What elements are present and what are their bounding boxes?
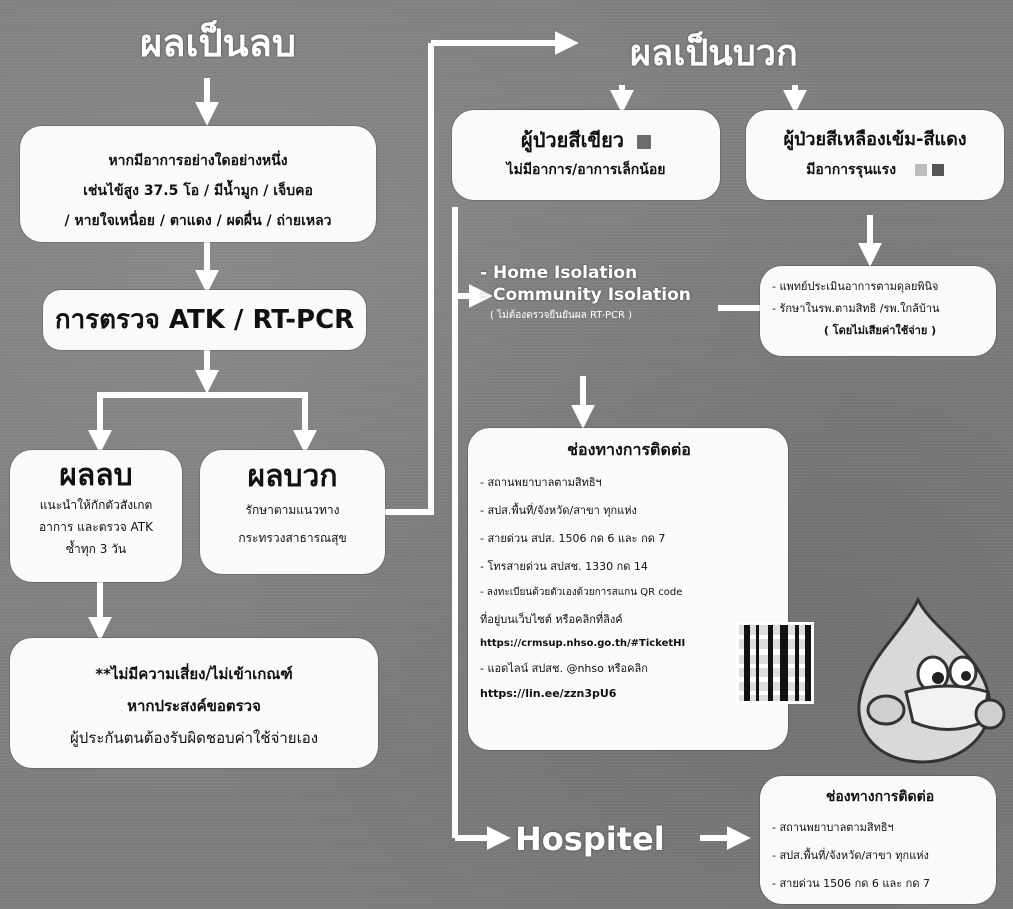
no-risk-line-3: ผู้ประกันตนต้องรับผิดชอบค่าใช้จ่ายเอง [69, 729, 319, 747]
negative-result-line-2: อาการ และตรวจ ATK [38, 520, 154, 534]
severe-patient-subtitle: มีอาการรุนแรง [806, 162, 897, 178]
mascot-illustration [857, 596, 1006, 764]
test-box: การตรวจ ATK / RT-PCR [43, 290, 366, 350]
contact-line-2: - สปส.พื้นที่/จังหวัด/สาขา ทุกแห่ง [480, 504, 637, 517]
community-isolation-label: - Community Isolation [480, 285, 691, 305]
green-patient-title: ผู้ป่วยสีเขียว [521, 128, 625, 152]
severe-care-box: - แพทย์ประเมินอาการตามดุลยพินิจ - รักษาใ… [760, 266, 996, 356]
negative-result-box: ผลลบ แนะนำให้กักตัวสังเกต อาการ และตรวจ … [10, 450, 182, 582]
contact-line-3: - สายด่วน สปส. 1506 กด 6 และ กด 7 [480, 532, 666, 545]
positive-heading: ผลเป็นบวก [630, 33, 798, 74]
severe-patient-box: ผู้ป่วยสีเหลืองเข้ม-สีแดง มีอาการรุนแรง [746, 110, 1004, 200]
yellow-square-icon [914, 164, 927, 176]
negative-heading: ผลเป็นลบ [140, 21, 297, 65]
contact-link-crmsup[interactable]: https://crmsup.nhso.go.th/#TicketHI [480, 638, 686, 649]
split-line [97, 392, 308, 398]
contact2-line-1: - สถานพยาบาลตามสิทธิฯ [772, 821, 894, 834]
negative-result-line-1: แนะนำให้กักตัวสังเกต [39, 498, 153, 512]
contact-box-2: ช่องทางการติดต่อ - สถานพยาบาลตามสิทธิฯ -… [760, 776, 996, 904]
red-square-icon [931, 164, 944, 176]
symptoms-box: หากมีอาการอย่างใดอย่างหนึ่ง เช่นไข้สูง 3… [20, 126, 376, 242]
contact2-line-3: - สายด่วน 1506 กด 6 และ กด 7 [772, 877, 930, 890]
positive-to-right-line [385, 43, 434, 515]
negative-result-line-3: ซ้ำทุก 3 วัน [65, 542, 127, 556]
isolation-note: ( ไม่ต้องตรวจยืนยันผล RT-PCR ) [490, 310, 633, 321]
green-patient-subtitle: ไม่มีอาการ/อาการเล็กน้อย [506, 162, 666, 178]
severe-care-line-1: - แพทย์ประเมินอาการตามดุลยพินิจ [772, 280, 939, 293]
no-risk-line-2: หากประสงค์ขอตรวจ [127, 697, 261, 715]
contact-title: ช่องทางการติดต่อ [567, 440, 691, 459]
test-label: การตรวจ ATK / RT-PCR [54, 305, 355, 335]
contact-line-6: ที่อยู่บนเว็บไซต์ หรือคลิกที่ลิงค์ [480, 613, 623, 626]
home-isolation-label: - Home Isolation [480, 263, 638, 283]
positive-result-title: ผลบวก [247, 459, 338, 494]
contact-line-4: - โทรสายด่วน สปสช. 1330 กด 14 [480, 560, 648, 573]
severe-care-line-2: - รักษาในรพ.ตามสิทธิ /รพ.ใกล้บ้าน [772, 302, 940, 315]
contact-line-5: - ลงทะเบียนด้วยตัวเองด้วยการสแกน QR code [480, 587, 683, 598]
symptoms-line-3: / หายใจเหนื่อย / ตาแดง / ผดผื่น / ถ่ายเห… [64, 213, 332, 229]
contact2-line-2: - สปส.พื้นที่/จังหวัด/สาขา ทุกแห่ง [772, 849, 929, 862]
green-patient-box: ผู้ป่วยสีเขียว ไม่มีอาการ/อาการเล็กน้อย [452, 110, 720, 200]
positive-result-box: ผลบวก รักษาตามแนวทาง กระทรวงสาธารณสุข [200, 450, 385, 574]
contact-box: ช่องทางการติดต่อ - สถานพยาบาลตามสิทธิฯ -… [468, 428, 788, 750]
positive-result-line-2: กระทรวงสาธารณสุข [238, 531, 347, 545]
severe-patient-title: ผู้ป่วยสีเหลืองเข้ม-สีแดง [783, 129, 967, 150]
hospitel-label: Hospitel [515, 820, 665, 858]
green-square-icon [637, 134, 651, 149]
severe-care-note: ( โดยไม่เสียค่าใช้จ่าย ) [823, 324, 937, 337]
no-risk-box: **ไม่มีความเสี่ยง/ไม่เข้าเกณฑ์ หากประสงค… [10, 638, 378, 768]
negative-result-title: ผลลบ [59, 458, 133, 493]
isolation-block: - Home Isolation - Community Isolation (… [480, 262, 740, 326]
contact-line-8: - แอดไลน์ สปสช. @nhso หรือคลิก [480, 662, 648, 675]
contact-link-line[interactable]: https://lin.ee/zzn3pU6 [480, 687, 617, 700]
qr-code-icon[interactable] [736, 622, 814, 704]
contact-line-1: - สถานพยาบาลตามสิทธิฯ [480, 476, 602, 489]
no-risk-line-1: **ไม่มีความเสี่ยง/ไม่เข้าเกณฑ์ [95, 665, 293, 683]
symptoms-line-2: เช่นไข้สูง 37.5 โอ / มีน้ำมูก / เจ็บคอ [83, 183, 313, 199]
contact2-title: ช่องทางการติดต่อ [825, 789, 935, 805]
symptoms-line-1: หากมีอาการอย่างใดอย่างหนึ่ง [108, 153, 288, 169]
positive-result-line-1: รักษาตามแนวทาง [245, 503, 340, 517]
